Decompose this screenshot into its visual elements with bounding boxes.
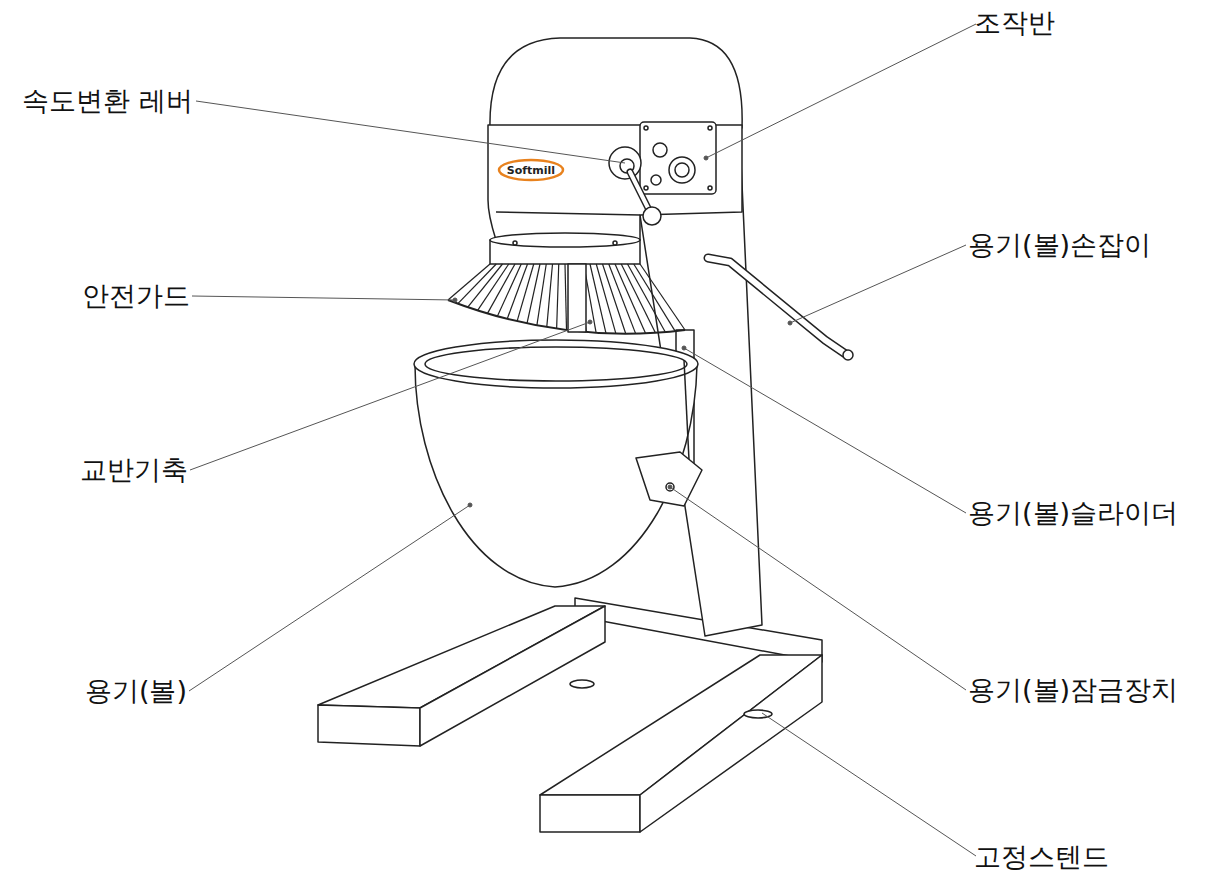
part-label: 용기(볼)슬라이더 (968, 498, 1178, 528)
part-label: 조작반 (974, 8, 1055, 38)
lever-arm (630, 172, 650, 212)
guard-bar (640, 264, 685, 330)
guard-bar (507, 264, 527, 319)
logo-text: Softmill (507, 164, 555, 177)
guard-bar (634, 264, 675, 331)
bowl-lock-screw (666, 483, 674, 491)
guard-cage (448, 264, 685, 334)
screw (708, 126, 712, 130)
guard-bar (517, 264, 534, 321)
guard-bar (557, 264, 559, 329)
leader-line (762, 713, 976, 856)
bowl-lock (636, 452, 702, 506)
part-label: 속도변환 레버 (22, 86, 193, 116)
leader-line (192, 296, 455, 300)
guard-bar (458, 264, 496, 304)
leader-dot (682, 346, 686, 350)
button (651, 175, 661, 185)
part-label: 교반기축 (80, 455, 188, 485)
screw (513, 241, 517, 245)
leader-line (189, 505, 470, 691)
guard-bar (448, 264, 490, 300)
guard-ring (490, 233, 640, 247)
screw (644, 126, 648, 130)
base-leg (540, 795, 640, 832)
base-leg (420, 606, 605, 746)
leader-dot (453, 298, 457, 302)
handle-end (843, 350, 853, 360)
logo-badge: Softmill (497, 158, 565, 182)
part-label: 안전가드 (82, 281, 190, 311)
screw (708, 186, 712, 190)
screw (644, 186, 648, 190)
guard-bar (590, 264, 606, 333)
leader-dot (788, 321, 792, 325)
part-label: 용기(볼)잠금장치 (968, 675, 1178, 705)
guard-bar (537, 264, 546, 325)
head-seam (496, 212, 640, 215)
guard-bar (547, 264, 553, 327)
base-crossbar (575, 598, 822, 662)
base-foot (570, 680, 594, 688)
leader-line (790, 245, 966, 323)
leader-dot (588, 320, 592, 324)
button (653, 143, 667, 157)
guard-bar (488, 264, 516, 313)
guard-bar (609, 264, 636, 334)
lever-arm (630, 172, 650, 212)
guard-bar (565, 264, 567, 330)
part-label: 고정스텐드 (974, 842, 1109, 872)
button (669, 157, 695, 183)
leader-dot (468, 503, 472, 507)
guard-bar (621, 264, 655, 333)
guard-rim (448, 300, 685, 334)
bowl-rim (414, 340, 698, 388)
head-dome (490, 38, 742, 128)
guard-bar (615, 264, 646, 333)
part-label: 용기(볼) (85, 676, 187, 706)
leader-dot (704, 156, 708, 160)
button (675, 163, 689, 177)
part-label: 용기(볼)손잡이 (968, 230, 1151, 260)
mixer-shaft (568, 264, 586, 332)
base-leg (640, 655, 822, 832)
leader-line (196, 101, 625, 163)
lever-knob (643, 207, 661, 225)
leader-line (684, 348, 966, 513)
base-leg (318, 705, 420, 746)
leader-line (190, 322, 590, 470)
control-panel (640, 122, 716, 194)
leader-line (670, 487, 966, 690)
screw (613, 241, 617, 245)
bowl-rim (425, 347, 687, 381)
leader-dot (668, 485, 672, 489)
leader-line (706, 24, 976, 158)
guard-bar (468, 264, 503, 307)
